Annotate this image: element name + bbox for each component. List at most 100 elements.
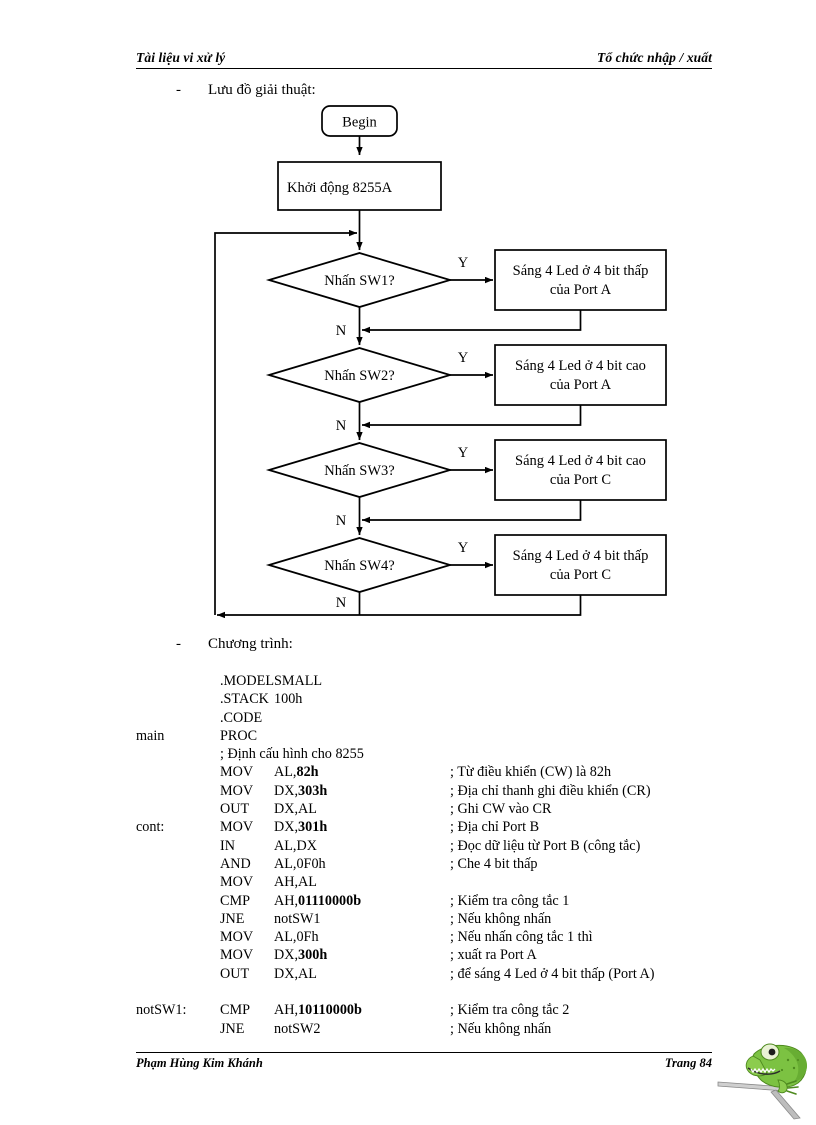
flow-node-begin: Begin — [321, 105, 398, 137]
code-operands: DX,303h — [274, 782, 450, 800]
code-label — [136, 745, 220, 763]
code-operand-plain: 100h — [274, 691, 303, 708]
code-line: .CODE — [136, 709, 736, 727]
flow-yes-label-3: Y — [458, 445, 469, 461]
page-footer: Phạm Hùng Kim Khánh Trang 84 — [136, 1052, 712, 1071]
code-comment: ; Ghi CW vào CR — [450, 801, 552, 818]
code-label — [136, 965, 220, 983]
program-heading-text: Chương trình: — [208, 636, 293, 652]
code-comment: ; Đọc dữ liệu từ Port B (công tắc) — [450, 837, 641, 854]
edge-sw1-action-return — [362, 310, 582, 334]
flow-yes-label-4: Y — [458, 540, 469, 556]
flow-action-sw1: Sáng 4 Led ở 4 bit thấp của Port A — [494, 249, 667, 311]
code-operand-plain: AL,DX — [274, 837, 317, 854]
flow-action-sw4: Sáng 4 Led ở 4 bit thấp của Port C — [494, 534, 667, 596]
program-heading: -Chương trình: — [176, 636, 293, 653]
code-line: IN AL,DX ; Đọc dữ liệu từ Port B (công tắc… — [136, 837, 736, 855]
edge-sw4-action-return — [359, 595, 582, 616]
code-mnemonic: MOV — [220, 874, 254, 891]
code-comment: ; Nếu không nhấn — [450, 910, 552, 927]
code-mnemonic: JNE — [220, 910, 245, 927]
code-operands: AL,DX — [274, 837, 450, 855]
code-mnemonic: .CODE — [220, 709, 263, 726]
code-mnemonic: OUT — [220, 801, 250, 818]
code-mnemonic: .MODEL — [220, 673, 274, 689]
code-comment: ; Nếu không nhấn — [450, 1020, 552, 1037]
code-comment: ; Từ điều khiển (CW) là 82h — [450, 764, 612, 781]
flow-no-label-3: N — [336, 513, 347, 529]
code-operand-plain: DX, — [274, 819, 299, 836]
code-operand-value: 300h — [298, 947, 328, 964]
flow-yes-label-2: Y — [458, 350, 469, 366]
flow-action-4-line1: Sáng 4 Led ở 4 bit thấp — [513, 548, 649, 564]
page-header: Tài liệu vi xử lý Tổ chức nhập / xuất — [136, 50, 712, 69]
code-mnemonic: MOV — [220, 819, 254, 836]
code-operand-plain: DX, — [274, 782, 299, 799]
code-label — [136, 946, 220, 964]
header-left-text: Tài liệu vi xử lý — [136, 50, 226, 65]
code-operand-plain: DX,AL — [274, 965, 317, 982]
edge-sw3-action-return — [362, 500, 582, 524]
code-operand-plain: SMALL — [274, 673, 323, 689]
flow-action-2-line2: của Port A — [550, 377, 612, 393]
edge-sw2-action-return — [362, 405, 582, 429]
code-comment — [450, 873, 736, 891]
flowchart-heading-text: Lưu đồ giải thuật: — [208, 82, 316, 98]
algorithm-flowchart: Begin Khởi động 8255A Nhấn SW1? Y S — [0, 95, 816, 635]
code-operand-plain: AL, — [274, 764, 297, 781]
code-line: ; Định cấu hình cho 8255 — [136, 745, 736, 763]
flow-decision-4-label: Nhấn SW4? — [324, 558, 394, 574]
code-mnemonic: IN — [220, 837, 235, 854]
code-blank-line — [136, 983, 736, 1001]
code-label: main — [136, 727, 165, 744]
code-mnemonic: .STACK — [220, 691, 269, 708]
code-label — [136, 672, 220, 690]
flow-decision-sw1: Nhấn SW1? — [265, 252, 454, 308]
code-operand-plain: DX,AL — [274, 801, 317, 818]
code-comment — [450, 672, 736, 690]
code-label — [136, 690, 220, 708]
code-mnemonic: MOV — [220, 764, 254, 781]
code-mnemonic: CMP — [220, 892, 250, 909]
flow-yes-label-1: Y — [458, 255, 469, 271]
code-operand-value: 303h — [298, 782, 328, 799]
code-mnemonic: AND — [220, 855, 251, 872]
code-operands: DX,300h — [274, 946, 450, 964]
code-line: JNE notSW1; Nếu không nhấn — [136, 910, 736, 928]
code-comment — [450, 727, 736, 745]
code-line: .STACK 100h — [136, 690, 736, 708]
code-label — [136, 892, 220, 910]
flow-action-3-line1: Sáng 4 Led ở 4 bit cao — [515, 453, 646, 469]
header-right-text: Tổ chức nhập / xuất — [596, 50, 712, 65]
code-operands: DX,AL — [274, 800, 450, 818]
code-comment: ; Địa chỉ Port B — [450, 819, 540, 836]
code-operand-plain: notSW2 — [274, 1020, 321, 1037]
code-operands: notSW1 — [274, 910, 450, 928]
code-mnemonic: MOV — [220, 782, 254, 799]
flow-decision-sw2: Nhấn SW2? — [265, 347, 454, 403]
code-label — [136, 709, 220, 727]
code-label — [136, 910, 220, 928]
footer-page-number: Trang 84 — [664, 1056, 712, 1070]
code-label — [136, 763, 220, 781]
code-comment: ; Địa chỉ thanh ghi điều khiển (CR) — [450, 782, 651, 799]
code-operand-value: 301h — [298, 819, 328, 836]
code-operands: 100h — [274, 690, 450, 708]
code-comment-only: ; Định cấu hình cho 8255 — [220, 746, 364, 763]
frog-mascot — [714, 1040, 812, 1120]
code-operands: AL,0Fh — [274, 928, 450, 946]
code-operands: DX,AL — [274, 965, 450, 983]
flow-decision-sw4: Nhấn SW4? — [265, 537, 454, 593]
flow-no-label-2: N — [336, 418, 347, 434]
code-operand-plain: AL,0F0h — [274, 855, 326, 872]
